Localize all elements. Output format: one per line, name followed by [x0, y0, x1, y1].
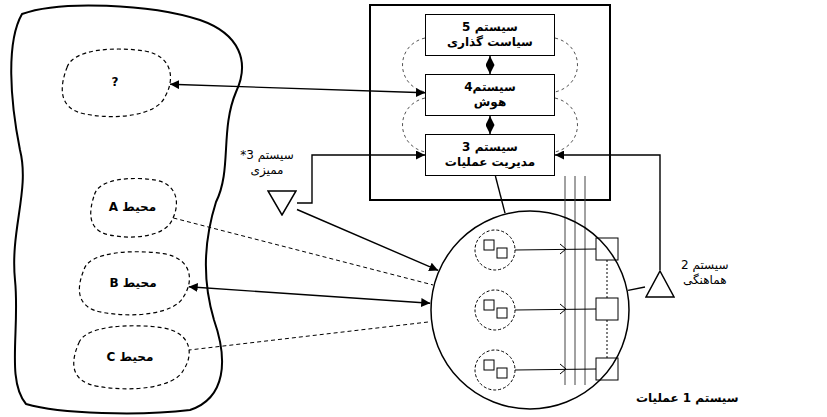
node-shape — [430, 210, 630, 410]
region-label: ? — [112, 75, 119, 90]
node-shape — [267, 190, 297, 216]
system-name: هماهنگی — [681, 273, 728, 288]
environment-region: محیط B — [72, 248, 194, 318]
policy-box: سیستم 5سیاست گذاری — [425, 14, 555, 56]
system-number: سیستم 3* — [222, 148, 312, 163]
system-name: ممیزی — [222, 163, 312, 178]
connector — [495, 176, 505, 213]
connector — [628, 287, 645, 290]
future-environment: ? — [55, 45, 175, 120]
loop-arrow — [403, 38, 426, 92]
system-name: هوش — [474, 95, 506, 110]
region-label: محیط B — [109, 276, 156, 291]
connector — [189, 287, 431, 303]
system-name: سیاست گذاری — [447, 35, 533, 50]
connector — [489, 116, 490, 134]
system-number: سیستم 2 — [681, 258, 728, 273]
connector — [188, 322, 431, 351]
environment-region: محیط A — [85, 175, 180, 240]
region-label: محیط A — [109, 200, 156, 215]
management-frame — [370, 5, 610, 200]
connector — [170, 84, 425, 93]
loop-arrow — [403, 98, 426, 152]
audit-triangle: سیستم 3*ممیزی — [222, 148, 312, 220]
connector — [489, 56, 490, 74]
loop-arrow — [555, 98, 578, 152]
system-number: سیستم 3 — [462, 140, 518, 155]
connector — [173, 218, 433, 285]
connector — [297, 155, 425, 203]
system-label: سیستم 1 عملیات — [636, 391, 739, 406]
loop-arrow — [555, 38, 578, 92]
system-number: سیستم4 — [464, 80, 516, 95]
connector — [555, 155, 660, 270]
system-name: مدیریت عملیات — [445, 155, 535, 170]
connector — [297, 210, 438, 271]
node-shape — [645, 270, 675, 298]
system-number: سیستم 5 — [462, 20, 518, 35]
region-label: محیط C — [107, 350, 154, 365]
environment-region: محیط C — [66, 322, 194, 392]
environment-outline — [11, 5, 242, 413]
command-channel — [565, 176, 585, 385]
operational-units — [475, 230, 618, 390]
operations-management-box: سیستم 3مدیریت عملیات — [425, 134, 555, 176]
coordination-triangle: سیستم 2هماهنگی — [640, 258, 765, 302]
intelligence-box: سیستم4هوش — [425, 74, 555, 116]
operations-circle: سیستم 1 عملیات — [430, 210, 630, 410]
